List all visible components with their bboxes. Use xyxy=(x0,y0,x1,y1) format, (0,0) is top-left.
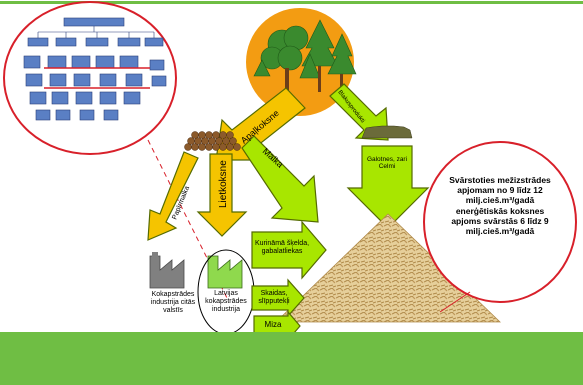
label-galotnes: Galotnes, zari Celmi xyxy=(366,156,408,171)
factory-latvia xyxy=(207,255,243,289)
treetop-pile xyxy=(361,125,413,139)
top-rule xyxy=(0,1,583,4)
arrow-apalkoksne xyxy=(215,87,306,161)
label-kurinama: Kurināmā šķelda, gabalatliekas xyxy=(254,240,310,256)
note-text: Svārstoties mežizstrādes apjomam no 9 lī… xyxy=(449,175,551,236)
forest-circle xyxy=(246,8,357,116)
label-lietkoksne: Lietkoksne xyxy=(218,160,229,208)
arrow-lietkoksne xyxy=(196,153,248,237)
arrow-kurinama xyxy=(251,220,327,280)
zoom-connector-line xyxy=(147,139,229,301)
arrow-skaidas xyxy=(251,278,305,318)
arrow-malka xyxy=(241,135,319,223)
label-latvijas-industrija: Latvijas kokapstrādes industrija xyxy=(205,290,247,314)
log-pile xyxy=(184,131,241,151)
org-chart xyxy=(23,17,167,121)
energy-volume-note xyxy=(423,141,577,313)
arrow-galotnes xyxy=(346,145,430,229)
label-kokapstrades-abroad: Kokapstrādes industrija citās valstīs xyxy=(150,291,196,315)
org-chart-zoom-circle xyxy=(3,1,177,155)
footer-band xyxy=(0,332,583,385)
arrow-papirmalka xyxy=(147,151,199,241)
factory-abroad xyxy=(149,252,185,289)
arrow-blakusprodukti xyxy=(329,83,389,141)
label-skaidas: Skaidas, slīpputekļi xyxy=(258,290,290,306)
label-miza: Miza xyxy=(264,320,282,329)
